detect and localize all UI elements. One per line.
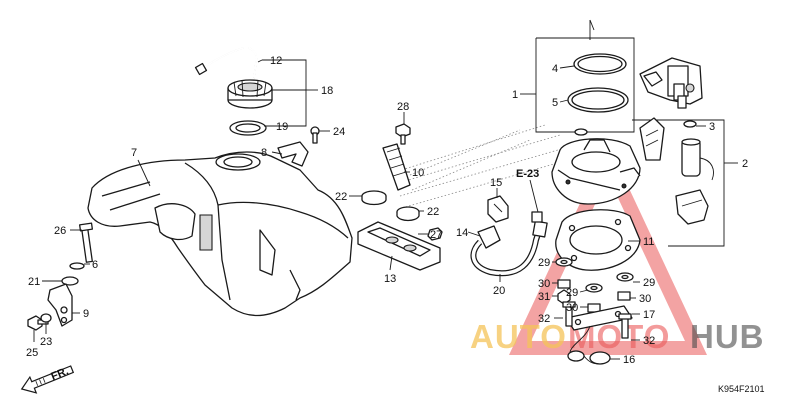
callout-32-b: 32: [643, 335, 655, 347]
callout-30-a: 30: [538, 278, 550, 290]
callout-26: 26: [54, 225, 66, 237]
callout-11: 11: [643, 236, 654, 248]
tube-bracket: [277, 126, 320, 167]
pump-gasket: [555, 209, 641, 271]
fuel-tank: [87, 151, 353, 317]
callout-28: 28: [397, 101, 409, 113]
cap-gasket: [229, 120, 267, 136]
callout-12: 12: [270, 55, 282, 67]
breather-tube: [194, 46, 258, 79]
callout-23: 23: [40, 336, 52, 348]
callout-29-b: 29: [643, 277, 655, 289]
callout-18: 18: [321, 85, 333, 97]
callout-25: 25: [26, 347, 38, 359]
watermark-word-hub: HUB: [690, 318, 765, 355]
projection-lines: [394, 124, 586, 209]
callout-29-a: 29: [538, 257, 550, 269]
callout-21: 21: [28, 276, 40, 288]
diagram-code: K954F2101: [718, 384, 765, 394]
callout-6: 6: [92, 259, 98, 271]
callout-8: 8: [261, 147, 267, 159]
callout-22-left: 22: [335, 191, 347, 203]
callout-10: 10: [412, 167, 424, 179]
callout-7: 7: [131, 147, 137, 159]
callout-13: 13: [384, 273, 396, 285]
callout-30-b: 30: [639, 293, 651, 305]
reference-label: E-23: [516, 168, 539, 180]
callout-29-c: 29: [566, 287, 578, 299]
o-rings: [567, 53, 629, 113]
callout-14: 14: [456, 227, 468, 239]
fuel-pump-frame: [520, 19, 635, 133]
callout-16: 16: [623, 354, 635, 366]
dampers: [361, 190, 420, 222]
heat-guard: [382, 123, 411, 191]
mount-washers: [555, 257, 634, 313]
set-plate: [562, 301, 633, 339]
callout-31: 31: [538, 291, 550, 303]
callout-22-right: 22: [427, 206, 439, 218]
fuel-cap: [227, 79, 273, 109]
callout-30-c: 30: [566, 302, 578, 314]
callout-4: 4: [552, 63, 558, 75]
mount-hardware-left: [27, 222, 94, 331]
watermark-word-auto: AUTO: [470, 318, 567, 355]
callout-2: 2: [742, 158, 748, 170]
callout-20: 20: [493, 285, 505, 297]
fuel-pump-flange: [551, 128, 641, 205]
drain-cap: [567, 325, 611, 365]
callout-15: 15: [490, 177, 502, 189]
fuel-pump-unit: [632, 57, 738, 247]
callout-17: 17: [643, 309, 655, 321]
leader-lines: [33, 59, 706, 360]
battery-tray: [357, 221, 443, 271]
callout-24: 24: [333, 126, 345, 138]
callout-3: 3: [709, 121, 715, 133]
callout-5: 5: [552, 97, 558, 109]
callout-1: 1: [512, 89, 518, 101]
callout-32-a: 32: [538, 313, 550, 325]
callout-9: 9: [83, 308, 89, 320]
callout-27: 27: [430, 229, 442, 241]
callout-19: 19: [276, 121, 288, 133]
front-direction-arrow: FR.: [20, 365, 75, 394]
fuel-hose: [470, 195, 548, 277]
callout-numbers: 1 2 3 4 5 6 7 8 9 10 11 12 13 14 15 16 1…: [26, 55, 748, 366]
